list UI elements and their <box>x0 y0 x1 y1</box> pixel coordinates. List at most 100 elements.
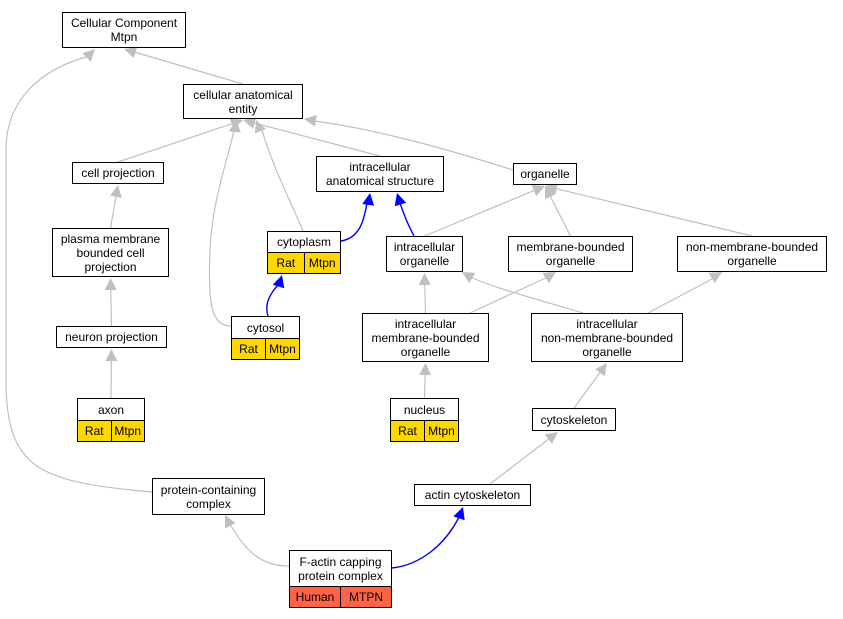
species-tag: Rat <box>84 424 104 438</box>
node-intracellular-membrane-bounded-organelle[interactable]: intracellular membrane-bounded organelle <box>362 313 489 362</box>
edge-non-membrane-bounded-organelle-to-organelle-arrowhead <box>545 182 559 195</box>
node-cellular-component[interactable]: Cellular Component Mtpn <box>62 12 186 48</box>
node-label: intracellular anatomical structure <box>325 160 435 188</box>
gene-tag: MTPN <box>340 587 391 607</box>
node-label: intracellular non-membrane-bounded organ… <box>540 316 674 359</box>
node-cellular-anatomical-entity[interactable]: cellular anatomical entity <box>183 84 303 119</box>
edge-cytoplasm-to-intracellular-anatomical-structure-arrowhead <box>362 193 375 206</box>
node-plasma-membrane-bounded-cell-projection[interactable]: plasma membrane bounded cell projection <box>52 228 169 277</box>
node-label: organelle <box>520 167 570 181</box>
node-label: neuron projection <box>65 330 158 344</box>
node-organelle[interactable]: organelle <box>513 163 577 185</box>
edge-intracellular-membrane-bounded-organelle-to-membrane-bounded-organelle <box>469 275 551 314</box>
species-gene-tags: Rat Mtpn <box>268 252 340 273</box>
edge-intracellular-anatomical-structure-to-cellular-anatomical-entity-arrowhead <box>243 117 257 129</box>
edge-intracellular-non-membrane-bounded-organelle-to-non-membrane-bounded-organelle-arrowhead <box>708 272 722 284</box>
edge-intracellular-membrane-bounded-organelle-to-intracellular-organelle <box>424 284 427 314</box>
edge-cellular-anatomical-entity-to-cellular-component <box>135 51 244 85</box>
edge-cellular-anatomical-entity-to-cellular-component-arrowhead <box>124 46 138 59</box>
node-label: membrane-bounded organelle <box>516 240 625 268</box>
node-label: cytoskeleton <box>540 412 608 427</box>
edge-cytosol-to-cytoplasm-arrowhead <box>272 275 285 289</box>
edge-intracellular-non-membrane-bounded-organelle-to-intracellular-organelle-arrowhead <box>462 272 476 284</box>
species-tag: Rat <box>239 342 258 356</box>
node-label: Cellular Component Mtpn <box>70 16 178 44</box>
species-tag: Human <box>295 590 335 604</box>
gene-tag: Mtpn <box>303 253 341 273</box>
species-tag: Rat <box>276 256 296 270</box>
node-label: cellular anatomical entity <box>193 87 293 116</box>
node-label: F-actin capping protein complex <box>298 554 383 583</box>
edge-intracellular-organelle-to-intracellular-anatomical-structure <box>399 202 415 237</box>
edge-cytosol-to-cellular-anatomical-entity <box>208 129 235 327</box>
species-tag: Rat <box>398 424 417 438</box>
species-gene-tags: Rat Mtpn <box>232 338 299 359</box>
edge-cytosol-to-cellular-anatomical-entity-arrowhead <box>228 120 241 133</box>
edge-cytoskeleton-to-intracellular-non-membrane-bounded-organelle <box>573 372 601 409</box>
edge-organelle-to-cellular-anatomical-entity-arrowhead <box>304 114 317 127</box>
node-label: cytosol <box>246 320 285 335</box>
node-label: axon <box>97 402 125 417</box>
edge-cell-projection-to-cellular-anatomical-entity <box>117 123 232 163</box>
node-label: intracellular organelle <box>393 240 456 268</box>
gene-tag: Mtpn <box>265 339 299 359</box>
node-label: non-membrane-bounded organelle <box>685 240 819 268</box>
edge-intracellular-organelle-to-intracellular-anatomical-structure-arrowhead <box>394 193 407 207</box>
edge-plasma-membrane-bounded-cell-projection-to-cell-projection <box>109 196 117 229</box>
edge-f-actin-capping-protein-complex-to-protein-containing-complex-arrowhead <box>225 515 236 529</box>
edge-neuron-projection-to-plasma-membrane-bounded-cell-projection-arrowhead <box>104 278 117 291</box>
edge-cytoplasm-to-intracellular-anatomical-structure <box>340 202 368 242</box>
edge-neuron-projection-to-plasma-membrane-bounded-cell-projection <box>110 289 113 327</box>
node-label: cytoplasm <box>276 235 332 249</box>
node-membrane-bounded-organelle[interactable]: membrane-bounded organelle <box>508 236 633 272</box>
node-label: plasma membrane bounded cell projection <box>60 231 161 274</box>
node-intracellular-non-membrane-bounded-organelle[interactable]: intracellular non-membrane-bounded organ… <box>531 313 683 362</box>
edge-cytoplasm-to-cellular-anatomical-entity <box>261 129 304 232</box>
node-intracellular-organelle[interactable]: intracellular organelle <box>386 236 463 272</box>
node-non-membrane-bounded-organelle[interactable]: non-membrane-bounded organelle <box>677 236 827 272</box>
edge-protein-containing-complex-to-cellular-component-arrowhead <box>82 49 95 62</box>
edge-intracellular-organelle-to-organelle-arrowhead <box>531 185 545 197</box>
edge-organelle-to-cellular-anatomical-entity <box>314 120 514 171</box>
species-gene-tags: Human MTPN <box>290 586 391 607</box>
node-label: cell projection <box>81 166 155 180</box>
edge-nucleus-to-intracellular-membrane-bounded-organelle-arrowhead <box>419 363 432 376</box>
edge-nucleus-to-intracellular-membrane-bounded-organelle <box>423 374 426 399</box>
node-label: nucleus <box>403 402 446 417</box>
node-label: protein-containing complex <box>160 482 257 511</box>
edge-cytoskeleton-to-intracellular-non-membrane-bounded-organelle-arrowhead <box>595 363 607 377</box>
node-label: intracellular membrane-bounded organelle <box>371 316 480 359</box>
edge-cytosol-to-cytoplasm <box>266 284 279 317</box>
edge-intracellular-anatomical-structure-to-cellular-anatomical-entity <box>254 122 381 157</box>
node-cytoskeleton[interactable]: cytoskeleton <box>532 408 616 431</box>
edge-plasma-membrane-bounded-cell-projection-to-cell-projection-arrowhead <box>110 185 122 198</box>
edge-protein-containing-complex-to-cellular-component <box>5 56 153 493</box>
edge-intracellular-non-membrane-bounded-organelle-to-intracellular-organelle <box>469 276 584 314</box>
edge-actin-cytoskeleton-to-cytoskeleton <box>489 437 551 485</box>
node-intracellular-anatomical-structure[interactable]: intracellular anatomical structure <box>316 156 444 192</box>
edge-f-actin-capping-protein-complex-to-protein-containing-complex <box>229 523 290 567</box>
gene-tag: Mtpn <box>110 421 145 441</box>
edge-non-membrane-bounded-organelle-to-organelle <box>556 188 753 237</box>
edge-cytoplasm-to-cellular-anatomical-entity-arrowhead <box>254 120 267 134</box>
node-actin-cytoskeleton[interactable]: actin cytoskeleton <box>414 484 531 506</box>
node-label: actin cytoskeleton <box>424 488 521 502</box>
node-protein-containing-complex[interactable]: protein-containing complex <box>152 478 265 515</box>
node-cell-projection[interactable]: cell projection <box>72 162 164 184</box>
edge-intracellular-non-membrane-bounded-organelle-to-non-membrane-bounded-organelle <box>647 278 713 314</box>
edge-actin-cytoskeleton-to-cytoskeleton-arrowhead <box>544 432 558 444</box>
species-gene-tags: Rat Mtpn <box>78 420 144 441</box>
edge-membrane-bounded-organelle-to-organelle-arrowhead <box>545 186 556 200</box>
edge-axon-to-neuron-projection-arrowhead <box>105 349 118 362</box>
edge-intracellular-membrane-bounded-organelle-to-membrane-bounded-organelle-arrowhead <box>542 272 556 284</box>
edge-f-actin-capping-protein-complex-to-actin-cytoskeleton <box>391 516 460 569</box>
node-neuron-projection[interactable]: neuron projection <box>56 326 167 348</box>
